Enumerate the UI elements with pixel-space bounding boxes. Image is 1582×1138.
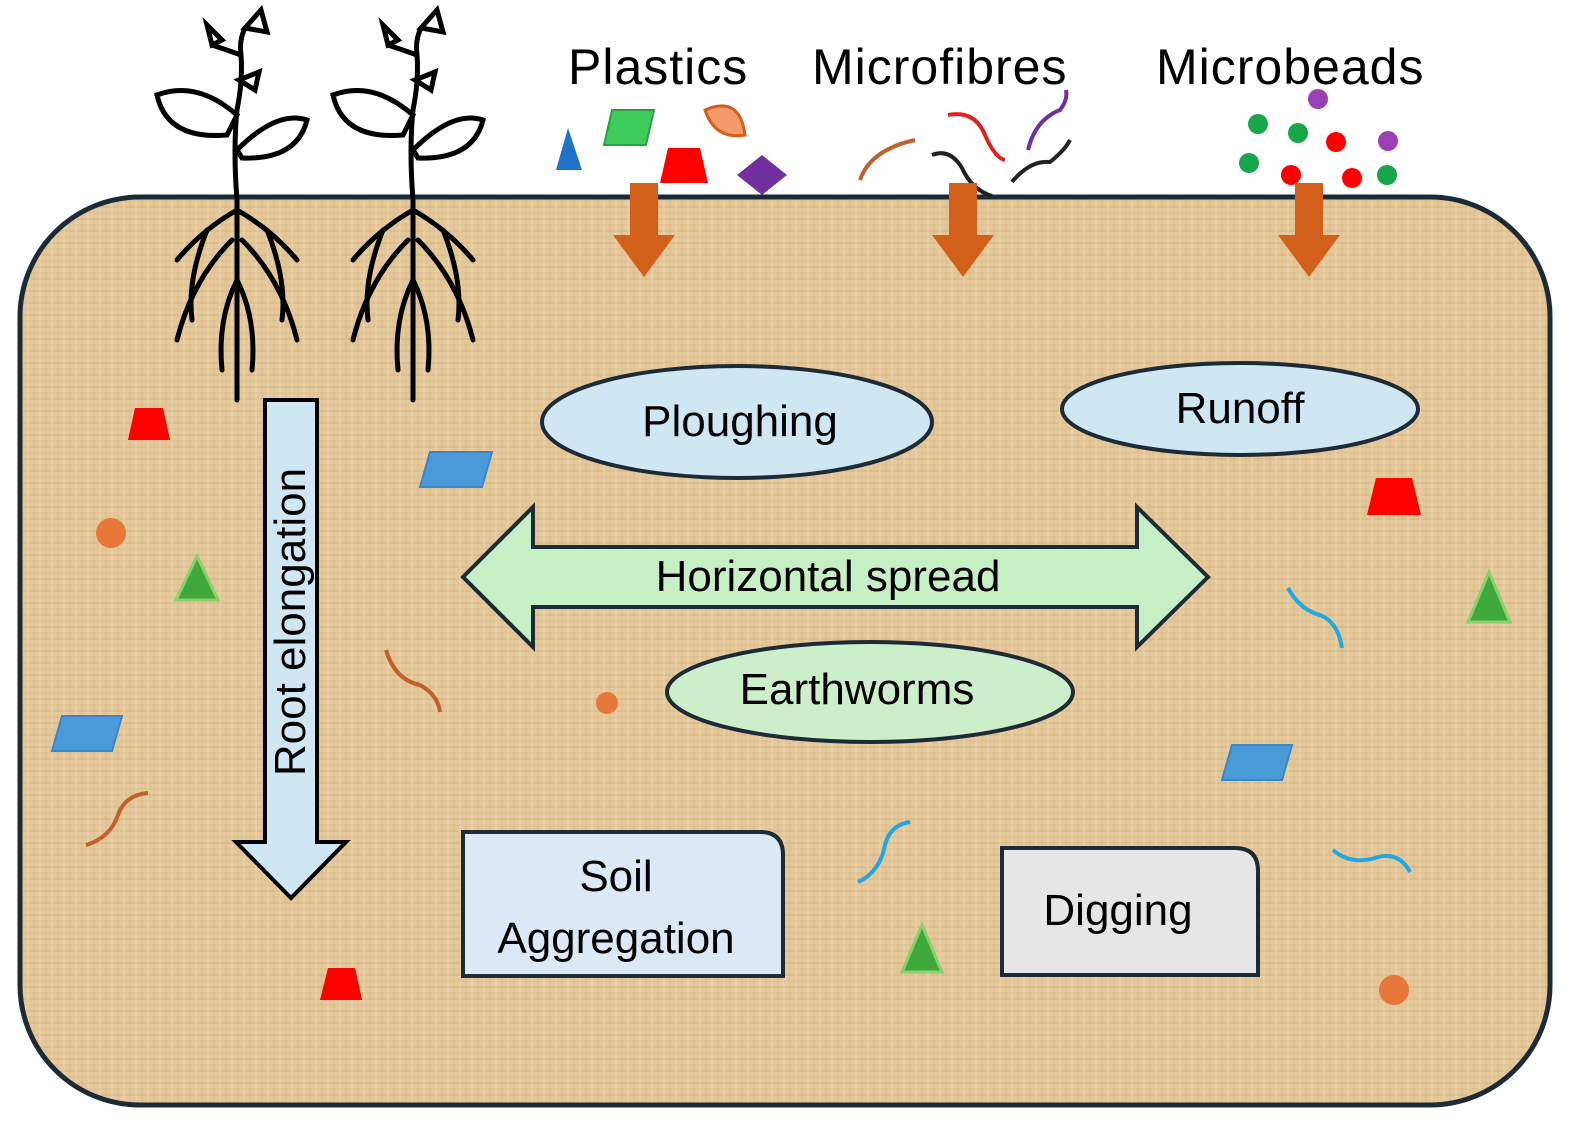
microfibre xyxy=(1286,587,1344,649)
plant-icon xyxy=(330,4,486,403)
arrow-down-icon xyxy=(1278,183,1340,277)
runoff-label: Runoff xyxy=(1175,384,1305,433)
microbead xyxy=(1239,153,1259,173)
plastic-particle xyxy=(660,148,708,183)
microfibre xyxy=(1331,848,1412,874)
microfibre xyxy=(384,649,442,713)
plastic-particle xyxy=(556,128,582,170)
microbead xyxy=(1326,132,1346,152)
ploughing-label: Ploughing xyxy=(642,397,838,446)
earthworms-ellipse xyxy=(665,640,1075,744)
microbeads-label: Microbeads xyxy=(1156,39,1425,95)
ploughing-ellipse xyxy=(540,364,934,480)
plant-icon xyxy=(154,4,310,403)
plastic-particle xyxy=(602,109,656,146)
plastic-particle xyxy=(96,518,126,548)
microfibre xyxy=(858,138,916,181)
plastic-particle xyxy=(1220,744,1294,781)
root-elongation-label: Root elongation xyxy=(266,467,315,777)
plastic-particle xyxy=(418,451,494,488)
digging-label: Digging xyxy=(1043,886,1193,935)
earthworms-label: Earthworms xyxy=(739,665,975,714)
microbead xyxy=(1248,114,1268,134)
microbead xyxy=(1377,165,1397,185)
microfibre xyxy=(947,112,1006,162)
plastics-label: Plastics xyxy=(568,39,749,95)
plastic-particle xyxy=(1367,478,1421,515)
plastic-particle xyxy=(899,921,945,974)
runoff-ellipse xyxy=(1060,361,1420,457)
microbead xyxy=(1288,123,1308,143)
plastic-particle xyxy=(50,715,124,752)
soil-aggregation-label: Soil Aggregation xyxy=(497,852,735,963)
plastic-particle xyxy=(128,408,170,440)
root-elongation-arrow xyxy=(231,398,351,901)
plastic-particle xyxy=(703,104,747,138)
plastic-particle xyxy=(173,552,221,602)
microfibre xyxy=(931,151,993,198)
microbead xyxy=(1378,131,1398,151)
plastic-particle xyxy=(1379,975,1409,1005)
microfibre xyxy=(1026,89,1069,151)
digging-box xyxy=(1000,846,1260,977)
arrow-down-icon xyxy=(932,183,994,277)
horizontal-spread-label: Horizontal spread xyxy=(655,552,1001,601)
soil-aggregation-box xyxy=(461,830,785,978)
microbead xyxy=(1308,89,1328,109)
plastic-particle xyxy=(737,155,787,195)
microbead xyxy=(1342,168,1362,188)
microfibres-label: Microfibres xyxy=(812,39,1068,95)
microbead xyxy=(1281,165,1301,185)
microfibre xyxy=(1010,139,1072,184)
plastic-particle xyxy=(1465,568,1513,624)
arrow-down-icon xyxy=(613,183,675,277)
plastic-particle xyxy=(596,692,618,714)
microfibre xyxy=(857,820,911,884)
plastic-particle xyxy=(320,968,362,1000)
microfibre xyxy=(85,791,149,847)
double-arrow-icon xyxy=(460,502,1211,652)
